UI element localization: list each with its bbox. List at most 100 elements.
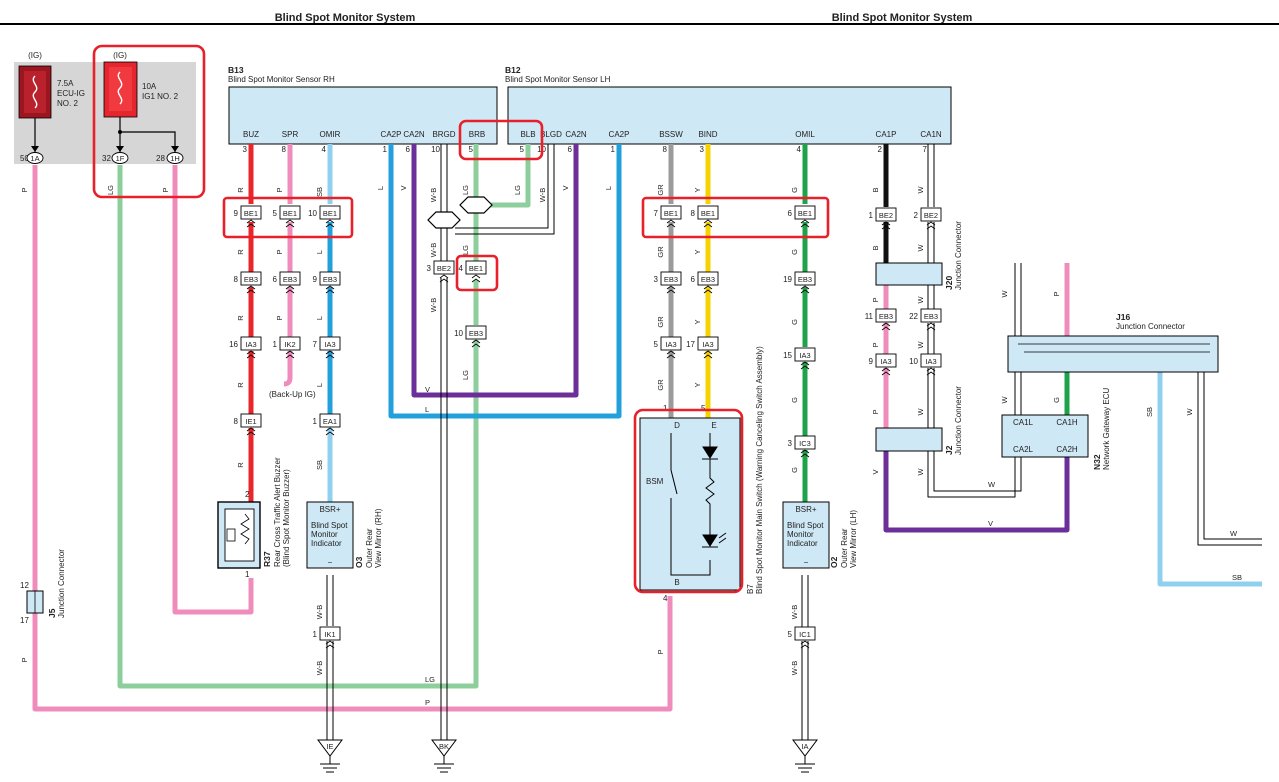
connector-pin: 7 [654, 209, 659, 218]
j2-name: Junction Connector [954, 386, 963, 455]
fuse-ecu-ig-name-1: ECU-IG [57, 89, 85, 98]
connector-pin: 1 [273, 340, 278, 349]
wire-label: LG [425, 675, 435, 684]
wire-label: V [871, 469, 880, 474]
connector-1A [26, 152, 44, 164]
j20-name: Junction Connector [954, 221, 963, 290]
j20-box [875, 262, 943, 286]
wire-label: P [20, 187, 29, 192]
connector-pin: 10 [308, 209, 317, 218]
wire-label: G [1052, 397, 1061, 403]
wire-label: GR [656, 184, 665, 196]
connector-pin: 8 [234, 275, 239, 284]
j5-pin-12: 12 [20, 581, 29, 590]
backup-ig-note: (Back-Up IG) [269, 390, 316, 399]
connector-label: EB3 [244, 275, 258, 284]
wire-label: W-B [315, 661, 324, 675]
connector-label: IK2 [284, 340, 295, 349]
connector-label: BE1 [469, 264, 483, 273]
sensor-pin-number: 6 [406, 145, 411, 154]
connector-pin: 5 [788, 630, 793, 639]
b7-pin-1: 1 [663, 404, 668, 413]
wire-label: Y [693, 187, 702, 192]
wire-label: LG [513, 185, 522, 195]
connector-label: IA3 [665, 340, 676, 349]
b7-switch-symbol [670, 433, 727, 576]
j5-pin-17: 17 [20, 616, 29, 625]
wire-label: P [275, 315, 284, 320]
wire-label: V [425, 385, 430, 394]
wire-label: L [376, 186, 385, 190]
connector-label: IA3 [245, 340, 256, 349]
wire-label: W-B [538, 188, 547, 202]
wire-label: W-B [429, 188, 438, 202]
connector-label: EA1 [323, 417, 337, 426]
fuse-ig1-name: IG1 NO. 2 [142, 92, 179, 101]
o2-ind-2: Monitor [787, 530, 814, 539]
wire-label: V [399, 185, 408, 190]
b13-pin-omir: OMIR [320, 130, 341, 139]
connector-label: IC3 [799, 439, 811, 448]
connector-1F [111, 152, 129, 164]
b7-name: Blind Spot Monitor Main Switch (Warning … [755, 346, 764, 594]
connector-label: EB3 [924, 312, 938, 321]
wire-label: R [236, 382, 245, 388]
b12-pin-blb: BLB [520, 130, 535, 139]
n32-pin-ca2h: CA2H [1056, 445, 1078, 454]
r37-buzzer [217, 501, 261, 569]
connector-EA1-1: EA1 1 [313, 413, 341, 436]
connector-pin: 11 [865, 312, 874, 321]
highlight-ig1-fuse [92, 44, 206, 199]
splice-junction-lg [459, 196, 493, 214]
connector-pin: 3 [654, 275, 659, 284]
fuse-ecu-ig-pin: 50 [20, 154, 29, 163]
wire-label: SB [315, 187, 324, 197]
wire-label: V [988, 519, 993, 528]
j5-name: Junction Connector [57, 549, 66, 618]
b13-pin-buz: BUZ [243, 130, 259, 139]
connector-label: BE2 [924, 211, 938, 220]
connector-pin: 6 [788, 209, 793, 218]
wire-label: W [1230, 529, 1238, 538]
b12-sensor-box [507, 86, 952, 145]
wire-label: W-B [790, 661, 799, 675]
wire-label: R [236, 187, 245, 193]
highlight-be1-lh [641, 196, 830, 239]
fuse-ecu-ig-name-2: NO. 2 [57, 99, 78, 108]
wire-label: P [275, 187, 284, 192]
sensor-pin-number: 3 [700, 145, 705, 154]
wire-label: G [790, 319, 799, 325]
sensor-pin-number: 8 [282, 145, 287, 154]
wire-label: Y [693, 249, 702, 254]
b13-pin-ca2n: CA2N [403, 130, 425, 139]
b12-pin-ca2n: CA2N [565, 130, 587, 139]
o3-name-2: View Mirror (RH) [374, 508, 383, 568]
b12-pin-omil: OMIL [795, 130, 815, 139]
connector-label: BE2 [437, 264, 451, 273]
wire-label: R [236, 462, 245, 468]
connector-pin: 5 [654, 340, 659, 349]
wire-label: L [315, 316, 324, 320]
connector-pin: 9 [313, 275, 318, 284]
connector-pin: 22 [909, 312, 918, 321]
highlight-brb-blb [458, 119, 544, 161]
connector-pin: 6 [691, 275, 696, 284]
wire-label: L [315, 250, 324, 254]
sensor-pin-number: 4 [797, 145, 802, 154]
connector-1H [166, 152, 184, 164]
wire-label: L [604, 186, 613, 190]
connector-pin: 1 [313, 417, 318, 426]
b12-pin-bind: BIND [698, 130, 717, 139]
wire-label: P [871, 297, 880, 302]
b7-bsm-label: BSM [646, 477, 664, 486]
n32-gateway-box [1001, 414, 1089, 458]
header-right: Blind Spot Monitor System [832, 12, 973, 24]
